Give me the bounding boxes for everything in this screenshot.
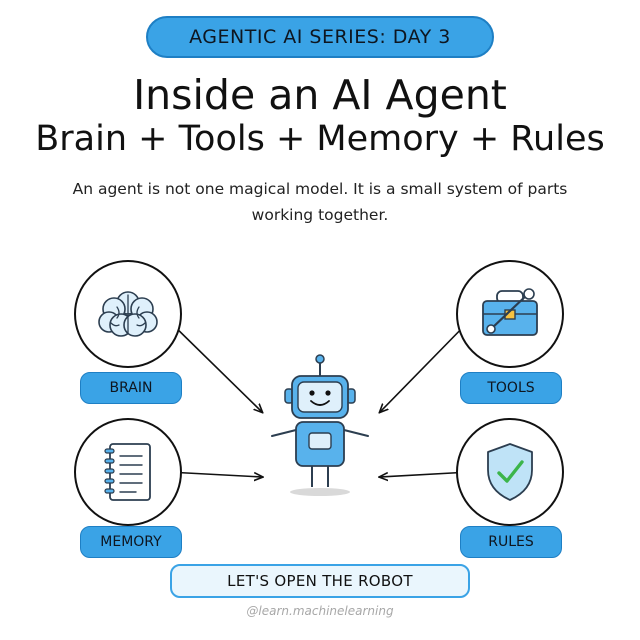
series-badge: AGENTIC AI SERIES: DAY 3 <box>146 16 494 58</box>
notebook-icon <box>104 443 151 501</box>
brain-circle <box>74 260 182 368</box>
rules-label: RULES <box>460 526 562 558</box>
memory-label: MEMORY <box>80 526 182 558</box>
arrow-rules-to-robot <box>380 471 471 477</box>
tools-circle <box>456 260 564 368</box>
open-robot-button[interactable]: LET'S OPEN THE ROBOT <box>170 564 470 598</box>
arrow-tools-to-robot <box>380 317 473 412</box>
shield-check-icon <box>487 443 533 501</box>
page-subtitle-formula: Brain + Tools + Memory + Rules <box>35 119 605 159</box>
page-title: Inside an AI Agent <box>133 71 507 119</box>
memory-circle <box>74 418 182 526</box>
rules-circle <box>456 418 564 526</box>
tools-label: TOOLS <box>460 372 562 404</box>
brain-icon <box>98 291 158 337</box>
series-text: AGENTIC AI SERIES: DAY 3 <box>189 26 451 48</box>
brain-label: BRAIN <box>80 372 182 404</box>
arrow-memory-to-robot <box>167 471 262 477</box>
toolbox-icon <box>482 288 538 336</box>
creator-handle: @learn.machinelearning <box>246 604 394 618</box>
arrow-brain-to-robot <box>165 317 262 412</box>
description-text: An agent is not one magical model. It is… <box>72 180 568 224</box>
